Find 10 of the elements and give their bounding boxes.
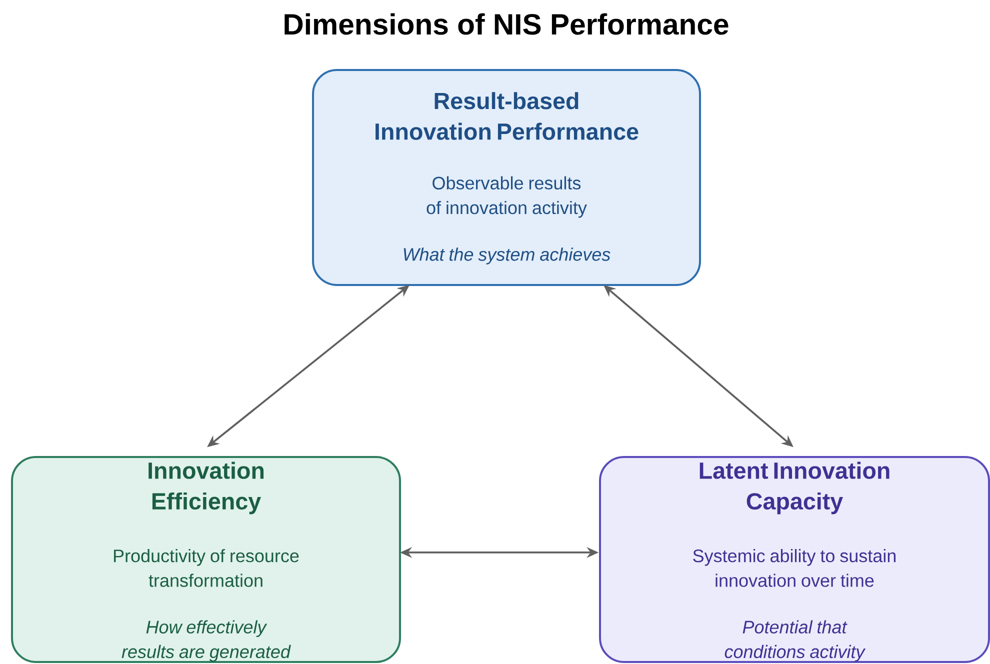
box-note: Potential that conditions activity <box>724 620 866 662</box>
box-heading: Result-based Innovation Performance <box>376 92 638 140</box>
box-heading: Innovation Efficiency <box>148 462 264 514</box>
box-description: Productivity of resource transformation <box>114 549 299 587</box>
box-note: How effectively results are generated <box>122 620 291 662</box>
box-description: Systemic ability to sustain innovation over time <box>693 549 896 587</box>
box-description: Observable results of innovation activity <box>426 176 587 218</box>
title: Dimensions of NIS Performance <box>284 13 728 35</box>
box-heading: Latent Innovation Capacity <box>700 462 890 514</box>
box-note: What the system achieves <box>404 248 610 264</box>
